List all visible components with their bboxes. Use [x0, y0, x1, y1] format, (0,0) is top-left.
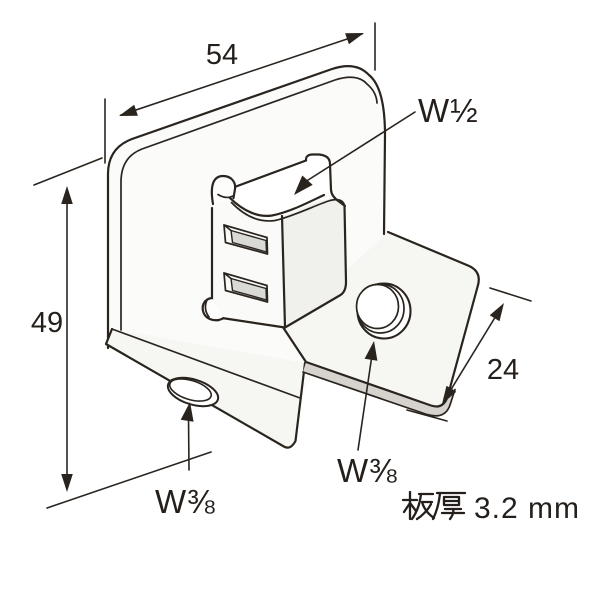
bottom-flange-outline	[104, 327, 307, 449]
dim-depth-value: 24	[487, 354, 519, 386]
slot-lower-floor	[230, 277, 268, 301]
arrowhead-depth-bottom	[442, 385, 457, 404]
arrowhead-height-top	[61, 186, 73, 204]
side-flange-thickness-edge	[302, 371, 456, 417]
center-block	[201, 153, 348, 329]
hook-ear-outline	[210, 174, 237, 206]
slot-upper-opening	[223, 224, 269, 255]
arrowhead-base-hole	[180, 402, 194, 422]
oval-hole-inner	[168, 378, 213, 402]
slot-upper-depth-line	[223, 224, 232, 232]
hook-back-wall-top-edge	[234, 159, 308, 188]
ext-line-height-top	[33, 157, 103, 186]
plate-thickness-note: 3.2 mm	[401, 490, 580, 525]
label-side-hole-text: W⅜	[337, 452, 398, 489]
slot-lower	[223, 272, 269, 303]
ext-line-depth-bottom	[406, 409, 448, 422]
arrowhead-side-hole	[364, 341, 378, 361]
hook-saddle-inner	[230, 198, 346, 222]
arrowhead-width-left	[119, 104, 138, 116]
back-plate-outline	[106, 64, 387, 350]
leader-hook-thread	[304, 111, 416, 183]
dim-width-value: 54	[206, 39, 238, 71]
slot-upper	[223, 224, 269, 255]
block-front-right-edge	[280, 214, 287, 329]
bottom-flange-bend-line	[111, 328, 301, 399]
block-right-side-edge	[283, 204, 348, 329]
dimension-height: 49	[31, 157, 212, 509]
slot-lower-opening	[223, 272, 269, 303]
label-base-hole-text: W⅜	[155, 483, 216, 520]
arrowhead-width-right	[345, 33, 364, 45]
block-foot-detail	[204, 299, 210, 318]
ext-line-height-bottom	[46, 451, 212, 509]
slot-lower-depth-line	[223, 272, 232, 280]
plate-thickness-value: 3.2 mm	[474, 492, 580, 525]
hook-ear-detail	[217, 193, 234, 199]
hook-back-wall	[304, 153, 347, 208]
block-bottom-front-edge	[220, 316, 287, 329]
label-hook-thread: W½	[294, 92, 479, 195]
leader-base-hole	[187, 415, 190, 471]
dimension-width: 54	[104, 22, 376, 164]
dimension-depth: 24	[406, 287, 532, 422]
back-plate-edge-line	[120, 76, 378, 353]
arrowhead-depth-top	[489, 303, 504, 322]
label-hook-thread-text: W½	[418, 92, 479, 129]
round-hole-inner	[355, 283, 400, 330]
block-side-face	[282, 199, 346, 328]
label-base-hole-thread: W⅜	[155, 402, 216, 520]
leader-side-hole	[357, 354, 373, 451]
dim-line-depth	[443, 305, 503, 402]
kanji-ita	[401, 490, 436, 521]
side-flange	[282, 230, 480, 417]
bottom-flange	[104, 327, 307, 449]
side-flange-thickness-band	[303, 362, 455, 416]
block-front-face	[212, 197, 285, 328]
label-side-hole-thread: W⅜	[337, 341, 398, 489]
kanji-atsu	[431, 491, 467, 521]
dim-line-width	[120, 33, 363, 116]
ext-line-depth-top	[489, 287, 532, 302]
hook-saddle-outer	[228, 193, 326, 217]
slot-upper-floor	[230, 229, 268, 253]
arrowhead-hook-thread	[294, 175, 313, 195]
arrowhead-height-bottom	[61, 474, 73, 492]
dim-height-value: 49	[31, 307, 63, 339]
hook-channel-interior	[229, 154, 331, 216]
